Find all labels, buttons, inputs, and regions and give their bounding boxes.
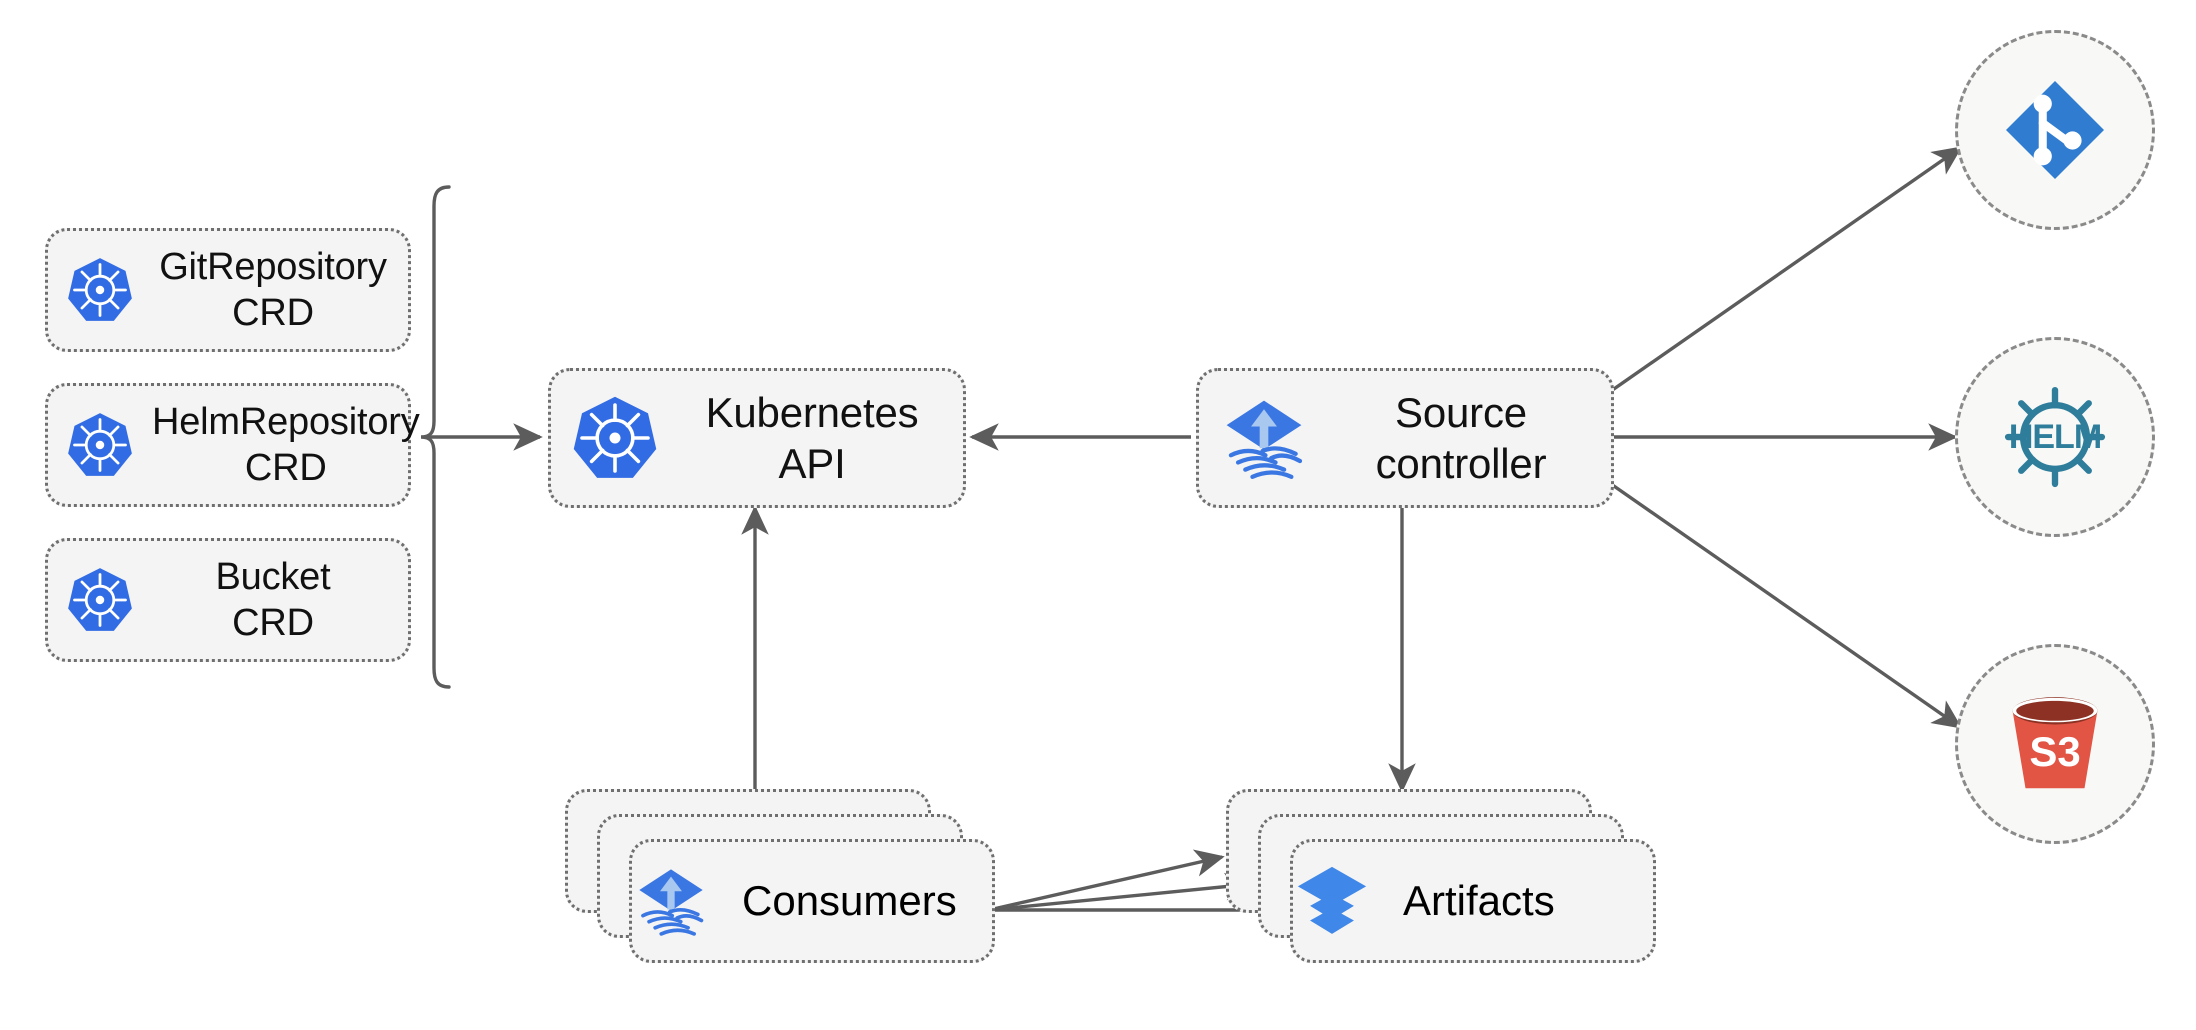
node-label: Kubernetes API: [705, 388, 919, 487]
node-gitrepository-crd[interactable]: GitRepository CRD: [45, 228, 411, 352]
node-helm-source[interactable]: HELM: [1955, 337, 2155, 537]
node-label: Artifacts: [1403, 877, 1555, 924]
node-label: Consumers: [742, 877, 957, 924]
artifacts-card-front[interactable]: Artifacts: [1290, 839, 1656, 963]
helm-wordmark: HELM: [2008, 417, 2102, 456]
edge-consumers-to-artifacts-1: [988, 849, 1225, 912]
helm-icon: HELM: [1995, 377, 2115, 497]
node-label: GitRepository CRD: [159, 245, 387, 334]
flux-icon: [1199, 392, 1329, 484]
node-source-controller[interactable]: Source controller: [1196, 368, 1614, 508]
kubernetes-icon: [48, 566, 152, 634]
s3-wordmark: S3: [2029, 728, 2081, 775]
edge-source-controller-to-git: [1610, 146, 1963, 393]
node-artifacts-stack[interactable]: Artifacts: [1226, 789, 1656, 979]
node-git-source[interactable]: [1955, 30, 2155, 230]
git-icon: [1999, 74, 2111, 186]
node-label: HelmRepository CRD: [152, 400, 420, 489]
node-kubernetes-api[interactable]: Kubernetes API: [548, 368, 966, 508]
node-s3-source[interactable]: S3: [1955, 644, 2155, 844]
layers-icon: [1293, 862, 1403, 940]
kubernetes-icon: [48, 411, 152, 479]
consumers-card-front[interactable]: Consumers: [629, 839, 995, 963]
s3-bucket-icon: S3: [1996, 688, 2114, 800]
flux-icon: [632, 862, 742, 940]
node-helmrepository-crd[interactable]: HelmRepository CRD: [45, 383, 420, 507]
node-label: Bucket CRD: [215, 555, 331, 644]
edge-source-controller-to-s3: [1610, 482, 1963, 729]
node-bucket-crd[interactable]: Bucket CRD: [45, 538, 411, 662]
node-consumers-stack[interactable]: Consumers: [565, 789, 995, 979]
node-label: Source controller: [1375, 388, 1547, 487]
edge-consumers-to-artifacts-2: [988, 872, 1255, 912]
kubernetes-icon: [48, 256, 152, 324]
kubernetes-icon: [551, 394, 679, 482]
